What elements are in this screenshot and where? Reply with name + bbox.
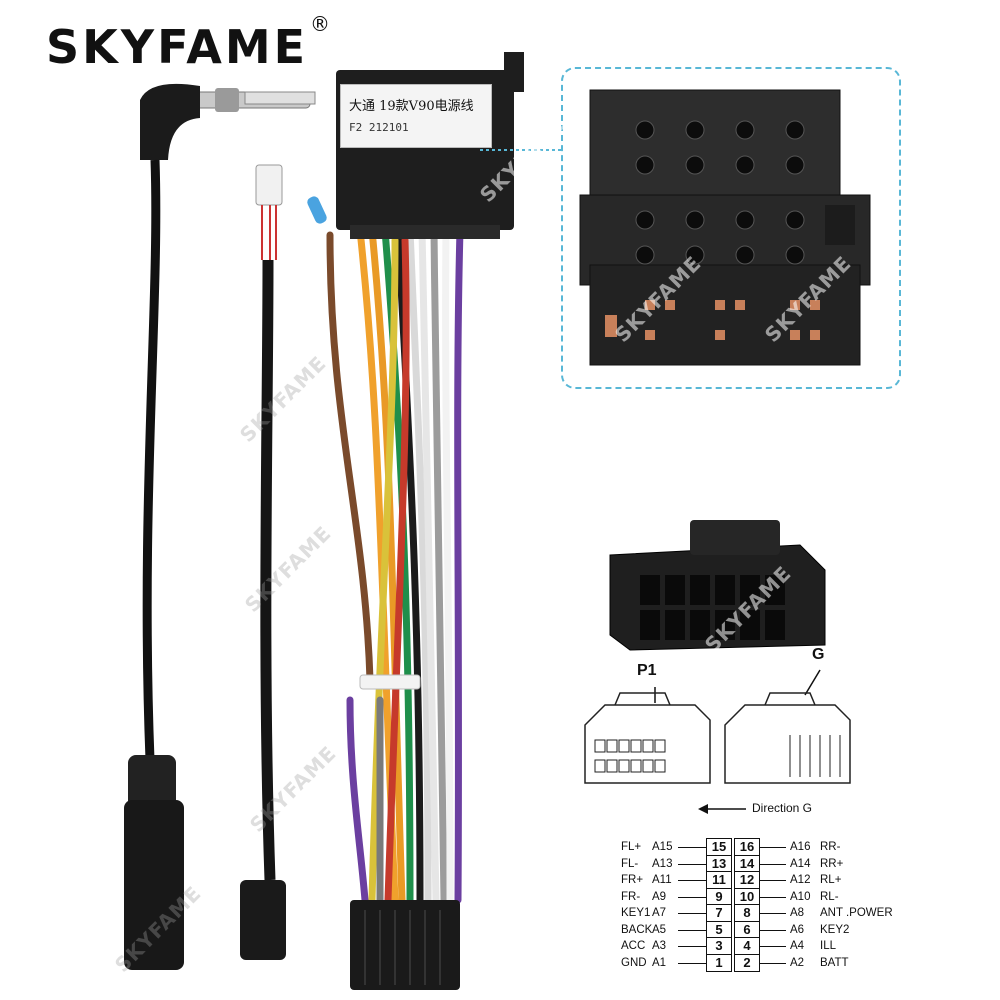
pin-number-box: 13 bbox=[706, 854, 732, 873]
pin-number-box: 4 bbox=[734, 937, 760, 955]
pin-code-right: A2 bbox=[790, 956, 805, 969]
pin-lead-right bbox=[760, 896, 786, 898]
pin-code-left: A7 bbox=[652, 907, 667, 919]
small-white-plug bbox=[255, 164, 283, 206]
pin-code-right: A12 bbox=[790, 874, 811, 886]
pin-number-box: 2 bbox=[734, 953, 760, 972]
cable-tie bbox=[359, 674, 421, 690]
harness-wires bbox=[326, 226, 464, 904]
pointer-line bbox=[480, 149, 562, 151]
connector-detail-frame bbox=[561, 67, 901, 389]
pin-lead-right bbox=[760, 863, 786, 865]
pin-code-right: A8 bbox=[790, 907, 805, 919]
pin-function-left: FL- bbox=[621, 857, 639, 870]
pin-function-right: ANT .POWER bbox=[820, 907, 893, 919]
pin-function-left: GND bbox=[621, 956, 647, 969]
pin-function-left: FL+ bbox=[621, 841, 642, 853]
pin-number-box: 7 bbox=[706, 904, 732, 922]
pin-function-right: KEY2 bbox=[820, 923, 850, 936]
pin-function-left: FR+ bbox=[621, 874, 644, 886]
antenna-cable bbox=[142, 159, 161, 761]
harness-bottom-connector bbox=[350, 900, 460, 990]
pin-number-box: 5 bbox=[706, 920, 732, 939]
pin-lead-left bbox=[678, 880, 706, 881]
pin-lead-left bbox=[678, 863, 706, 865]
pin-function-right: RL+ bbox=[820, 874, 842, 886]
brand-logo: SKYFAME bbox=[46, 20, 309, 74]
connector-g-label: G bbox=[812, 646, 825, 663]
pin-lead-left bbox=[678, 896, 706, 898]
pin-function-right: RR- bbox=[820, 841, 841, 853]
pin-lead-right bbox=[760, 946, 786, 947]
pin-function-left: FR- bbox=[621, 890, 641, 903]
pin-code-right: A16 bbox=[790, 841, 811, 853]
pin-lead-left bbox=[678, 929, 706, 931]
antenna-socket bbox=[124, 800, 184, 970]
socket-connector-photo bbox=[609, 520, 826, 651]
pin-lead-right bbox=[760, 847, 786, 848]
pin-code-right: A4 bbox=[790, 940, 805, 952]
pin-code-right: A14 bbox=[790, 857, 811, 870]
pin-lead-left bbox=[678, 847, 706, 848]
pin-code-left: A11 bbox=[652, 874, 672, 886]
pin-code-right: A10 bbox=[790, 890, 811, 903]
pin-number-box: 12 bbox=[734, 871, 760, 889]
pin-number-box: 3 bbox=[706, 937, 732, 955]
wiring-harness-photo bbox=[124, 52, 524, 990]
pin-function-right: RL- bbox=[820, 890, 839, 903]
direction-label: Direction G bbox=[752, 801, 813, 815]
pin-code-left: A15 bbox=[652, 841, 673, 853]
pin-code-left: A1 bbox=[652, 956, 667, 969]
antenna-plug bbox=[140, 83, 316, 160]
pin-function-left: BACK bbox=[621, 923, 653, 936]
connector-line-drawings bbox=[584, 669, 851, 784]
pin-function-left: KEY1 bbox=[621, 907, 651, 919]
pin-lead-left bbox=[678, 962, 706, 964]
pin-number-box: 11 bbox=[706, 871, 732, 889]
pin-lead-right bbox=[760, 913, 786, 914]
pin-number-box: 14 bbox=[734, 854, 760, 873]
pin-function-right: BATT bbox=[820, 956, 849, 969]
pin-function-left: ACC bbox=[621, 940, 646, 952]
pin-number-box: 6 bbox=[734, 920, 760, 939]
pin-lead-right bbox=[760, 929, 786, 931]
harness-label-line1: 大通 19款V90电源线 bbox=[349, 99, 474, 114]
pin-number-box: 15 bbox=[706, 838, 732, 856]
pin-number-box: 9 bbox=[706, 887, 732, 906]
pin-code-left: A3 bbox=[652, 940, 667, 952]
thin-cable bbox=[260, 259, 276, 881]
fuse-tip bbox=[307, 196, 327, 224]
connector-p1-label: P1 bbox=[637, 662, 657, 679]
pin-number-box: 16 bbox=[734, 838, 760, 856]
pin-lead-right bbox=[760, 962, 786, 964]
pin-number-box: 1 bbox=[706, 953, 732, 972]
pin-lead-left bbox=[678, 946, 706, 947]
pin-code-left: A13 bbox=[652, 857, 673, 870]
pin-lead-left bbox=[678, 913, 706, 914]
harness-label-sticker: 大通 19款V90电源线 F2 212101 bbox=[340, 84, 492, 148]
thin-cable-plug bbox=[240, 880, 286, 960]
pin-function-right: ILL bbox=[820, 940, 836, 952]
pin-code-right: A6 bbox=[790, 923, 805, 936]
pin-number-box: 10 bbox=[734, 887, 760, 906]
pin-code-left: A5 bbox=[652, 923, 667, 936]
harness-label-line2: F2 212101 bbox=[349, 121, 409, 134]
connector-detail-photo bbox=[579, 89, 871, 366]
direction-arrow-icon bbox=[698, 804, 746, 814]
pin-code-left: A9 bbox=[652, 890, 667, 903]
pin-number-box: 8 bbox=[734, 904, 760, 922]
registered-mark: ® bbox=[310, 12, 330, 36]
pin-function-right: RR+ bbox=[820, 857, 844, 870]
pin-lead-right bbox=[760, 880, 786, 881]
